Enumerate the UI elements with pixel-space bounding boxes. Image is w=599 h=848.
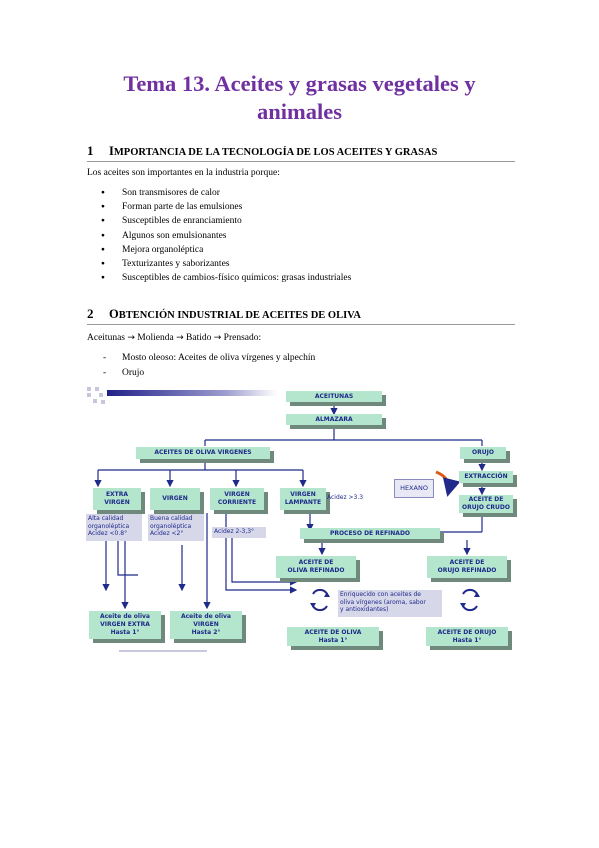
box-almazara: ALMAZARA (286, 414, 382, 425)
box-virgen-corriente: VIRGEN CORRIENTE (210, 488, 264, 510)
section-1-intro: Los aceites son importantes en la indust… (87, 168, 280, 178)
box-aceites-oliva-virgenes: ACEITES DE OLIVA VIRGENES (136, 447, 270, 459)
note-enriquecido: Enriquecido con aceites de oliva vírgene… (338, 590, 442, 617)
note-line: organoléptica (88, 522, 130, 530)
title-line-1: Tema 13. Aceites y grasas vegetales y (123, 71, 476, 96)
label: VIRGEN (104, 499, 130, 506)
section-initial: O (109, 307, 119, 321)
note-line: oliva vírgenes (aroma, sabor (340, 598, 426, 606)
note-line: Enriquecido con aceites de (340, 591, 421, 598)
label: ACEITE DE (468, 496, 504, 503)
label: ACEITE DE OLIVA (304, 628, 362, 636)
label: ORUJO CRUDO (462, 504, 510, 511)
section-1-heading: 1 IMPORTANCIA DE LA TECNOLOGÍA DE LOS ACE… (87, 143, 515, 162)
label: OLIVA REFINADO (287, 567, 345, 574)
box-aceitunas: ACEITUNAS (286, 391, 382, 402)
arrow-right-icon: → (213, 333, 222, 343)
box-proceso-refinado: PROCESO DE REFINADO (300, 528, 440, 539)
box-extraccion: EXTRACCIÓN (459, 471, 513, 483)
process-step: Prensado: (223, 333, 262, 343)
arrow-right-icon: → (176, 333, 184, 343)
list-item: Mejora organoléptica (87, 243, 351, 257)
list-item: Susceptibles de cambios-físico químicos:… (87, 271, 351, 285)
label: CORRIENTE (217, 499, 257, 506)
list-item: Orujo (87, 366, 315, 381)
list-item: Algunos son emulsionantes (87, 229, 351, 243)
note-line: Acidez <0.8° (88, 530, 128, 537)
divider (119, 650, 207, 652)
label: ORUJO REFINADO (437, 567, 497, 574)
box-final-virgen-extra: Aceite de oliva VIRGEN EXTRA Hasta 1° (89, 611, 161, 639)
label: ACEITE DE ORUJO (437, 628, 497, 636)
label: Hasta 1° (110, 629, 140, 636)
process-step: Batido (186, 333, 212, 343)
section-number: 1 (87, 143, 94, 158)
note-virgen-corriente: Acidez 2-3,3° (212, 527, 266, 538)
process-line: Aceitunas → Molienda → Batido → Prensado… (87, 333, 261, 343)
list-item: Texturizantes y saborizantes (87, 257, 351, 271)
section-initial: I (109, 144, 114, 158)
label: VIRGEN (224, 491, 250, 498)
arrow-right-icon: → (127, 333, 135, 343)
label: Hasta 2° (191, 629, 221, 636)
list-item: Susceptibles de enranciamiento (87, 214, 351, 228)
section-title-rest: MPORTANCIA DE LA TECNOLOGÍA DE LOS ACEIT… (113, 147, 438, 158)
title-line-2: animales (256, 99, 342, 124)
note-line: organoléptica (150, 522, 192, 530)
acidez-lampante-label: Acidez >3.3 (327, 494, 364, 501)
section-number: 2 (87, 306, 94, 321)
label: ACEITE DE (298, 559, 334, 566)
box-final-aceite-oliva: ACEITE DE OLIVA Hasta 1° (287, 627, 379, 646)
section-title-rest: BTENCIÓN INDUSTRIAL DE ACEITES DE OLIVA (118, 310, 361, 321)
decorative-pattern (87, 387, 107, 405)
box-final-aceite-orujo: ACEITE DE ORUJO Hasta 1° (426, 627, 508, 646)
label: Aceite de oliva (180, 613, 231, 620)
label: ACEITE DE (449, 559, 485, 566)
label: Aceite de oliva (99, 613, 150, 620)
label: VIRGEN (290, 491, 316, 498)
box-orujo: ORUJO (460, 447, 506, 459)
label: Hasta 1° (452, 636, 482, 644)
note-extra-virgen: Alta calidad organoléptica Acidez <0.8° (86, 514, 142, 541)
note-line: Buena calidad (150, 515, 193, 522)
box-virgen: VIRGEN (150, 488, 200, 510)
products-list: Mosto oleoso: Aceites de oliva vírgenes … (87, 351, 315, 380)
label: Hasta 1° (318, 636, 348, 644)
note-virgen: Buena calidad organoléptica Acidez <2° (148, 514, 204, 541)
list-item: Mosto oleoso: Aceites de oliva vírgenes … (87, 351, 315, 366)
list-item: Forman parte de las emulsiones (87, 200, 351, 214)
box-aceite-orujo-crudo: ACEITE DE ORUJO CRUDO (459, 495, 513, 513)
list-item: Son transmisores de calor (87, 186, 351, 200)
label: VIRGEN EXTRA (100, 621, 150, 628)
importance-list: Son transmisores de calor Forman parte d… (87, 186, 351, 285)
process-step: Molienda (137, 333, 174, 343)
decorative-gradient-band (107, 390, 277, 396)
note-line: Acidez <2° (150, 530, 184, 537)
box-hexano: HEXANO (394, 479, 434, 498)
page-title: Tema 13. Aceites y grasas vegetales y an… (60, 70, 539, 126)
note-line: y antioxidantes) (340, 606, 389, 613)
box-virgen-lampante: VIRGEN LAMPANTE (280, 488, 326, 510)
note-line: Alta calidad (88, 515, 124, 522)
box-aceite-orujo-refinado: ACEITE DE ORUJO REFINADO (427, 556, 507, 578)
label: EXTRA (105, 491, 129, 498)
box-extra-virgen: EXTRA VIRGEN (93, 488, 141, 510)
box-aceite-oliva-refinado: ACEITE DE OLIVA REFINADO (276, 556, 356, 578)
section-2-heading: 2 OBTENCIÓN INDUSTRIAL DE ACEITES DE OLIV… (87, 306, 515, 325)
process-step: Aceitunas (87, 333, 125, 343)
label: LAMPANTE (284, 499, 322, 506)
label: VIRGEN (193, 621, 219, 628)
box-final-virgen: Aceite de oliva VIRGEN Hasta 2° (170, 611, 242, 639)
